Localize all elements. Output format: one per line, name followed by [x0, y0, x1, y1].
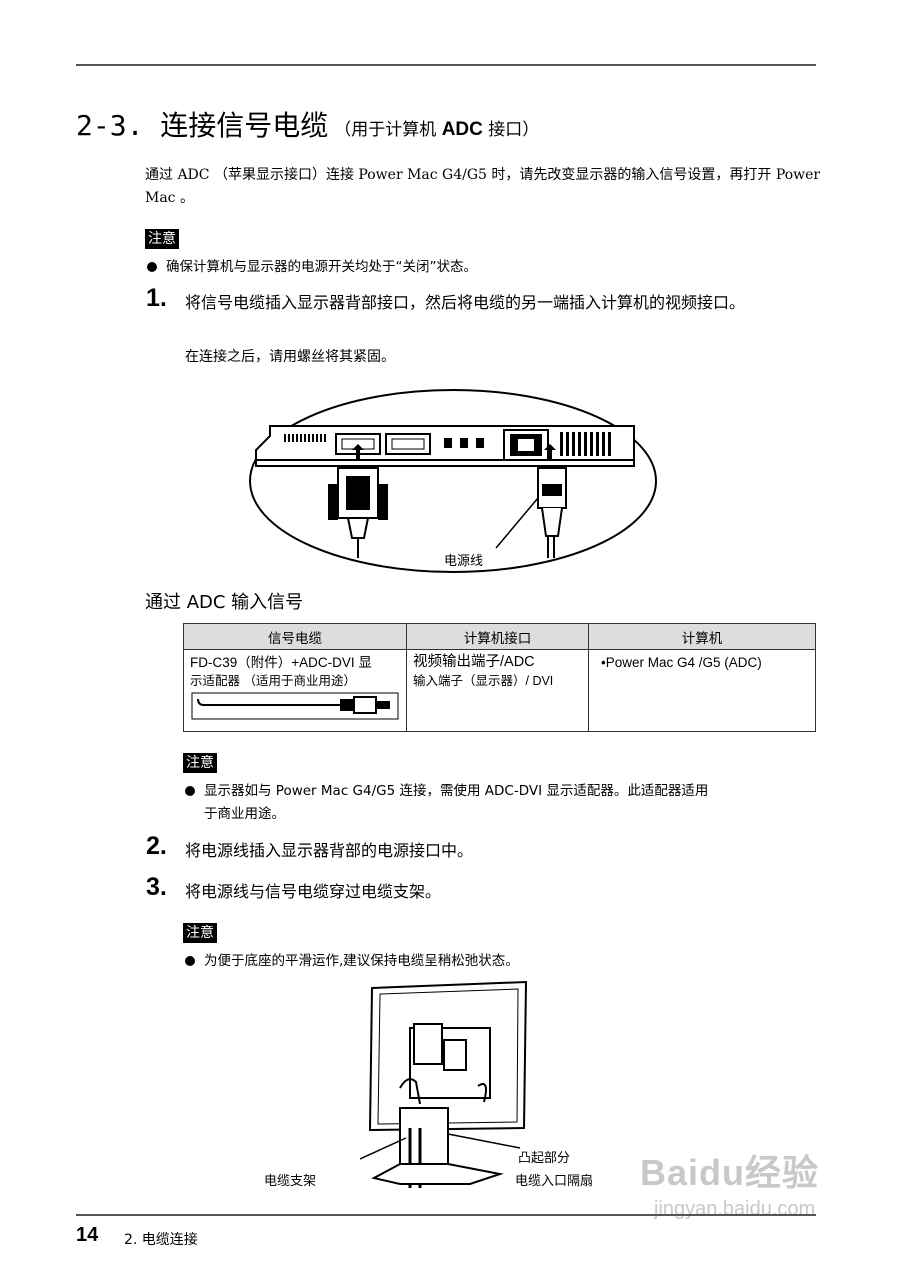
watermark-brand: Baidu经验: [640, 1152, 820, 1193]
watermark-url: jingyan.baidu.com: [654, 1198, 816, 1220]
baidu-watermark: Baidu经验 jingyan.baidu.com: [640, 1144, 860, 1244]
step-2-text: 将电源线插入显示器背部的电源接口中。: [185, 841, 474, 860]
bullet-icon: [147, 262, 157, 272]
cable-holder-label: 电缆支架: [264, 1174, 317, 1189]
cable-holder-illustration: [360, 980, 528, 1188]
note-label-1: 注意: [145, 229, 179, 249]
table-row: FD-C39（附件）+ADC-DVI 显 示适配器 （适用于商业用途） 视频输出…: [183, 649, 816, 732]
bump-label: 凸起部分: [518, 1151, 571, 1166]
table-header: 计算机接口: [406, 623, 589, 650]
power-cable-label: 电源线: [444, 550, 484, 569]
step-1-number: 1.: [146, 284, 167, 312]
table-header: 信号电缆: [183, 623, 407, 650]
signal-table: 信号电缆 计算机接口 计算机 FD-C39（附件）+ADC-DVI 显 示适配器…: [183, 623, 816, 732]
top-rule: [76, 64, 816, 66]
bullet-icon: [185, 786, 195, 796]
note-label-2: 注意: [183, 753, 217, 773]
note-label-3: 注意: [183, 923, 217, 943]
step-3-number: 3.: [146, 873, 167, 901]
chapter-title: 2. 电缆连接: [124, 1232, 198, 1248]
table-cell-port: 视频输出端子/ADC 输入端子（显示器）/ DVI: [406, 649, 589, 732]
bottom-rule: [76, 1214, 816, 1216]
page-number: 14: [76, 1224, 99, 1246]
note-2-continued: 于商业用途。: [204, 806, 285, 822]
note-3: 为便于底座的平滑运作,建议保持电缆呈稍松弛状态。: [185, 950, 519, 972]
step-1-text: 将信号电缆插入显示器背部接口，然后将电缆的另一端插入计算机的视频接口。: [185, 293, 746, 312]
section-title: 2-3. 连接信号电缆（用于计算机 ADC 接口）: [76, 109, 540, 142]
table-header: 计算机: [588, 623, 816, 650]
cable-inlet-label: 电缆入口隔扇: [515, 1174, 594, 1189]
signal-input-heading: 通过 ADC 输入信号: [145, 592, 304, 613]
note-1: 确保计算机与显示器的电源开关均处于“关闭”状态。: [147, 256, 477, 278]
note-2: 显示器如与 Power Mac G4/G5 连接，需使用 ADC-DVI 显示适…: [185, 780, 708, 802]
adapter-cable-icon: [191, 692, 399, 720]
table-cell-cable: FD-C39（附件）+ADC-DVI 显 示适配器 （适用于商业用途）: [183, 649, 407, 732]
rear-panel-illustration: [249, 389, 657, 573]
step-2-number: 2.: [146, 832, 167, 860]
bullet-icon: [185, 956, 195, 966]
step-3-text: 将电源线与信号电缆穿过电缆支架。: [185, 882, 442, 901]
table-cell-computer: •Power Mac G4 /G5 (ADC): [588, 649, 816, 732]
step-1-subtext: 在连接之后，请用螺丝将其紧固。: [185, 349, 395, 365]
intro-paragraph: 通过 ADC （苹果显示接口）连接 Power Mac G4/G5 时，请先改变…: [145, 167, 821, 206]
